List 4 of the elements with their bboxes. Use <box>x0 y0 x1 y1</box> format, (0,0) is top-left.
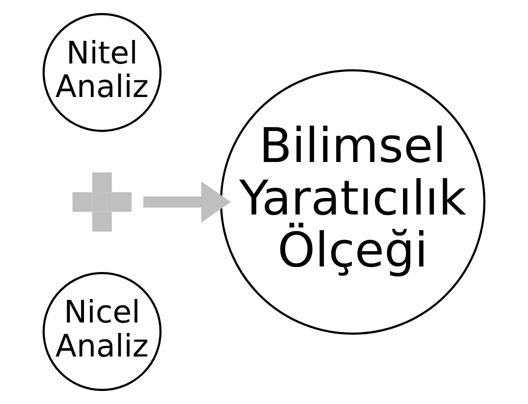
arrow <box>143 181 231 223</box>
node-circle: Bilimsel Yaratıcılık Ölçeği <box>220 69 486 335</box>
node-circle: Nitel Analiz <box>42 12 162 132</box>
node-circle: Nicel Analiz <box>42 272 162 392</box>
